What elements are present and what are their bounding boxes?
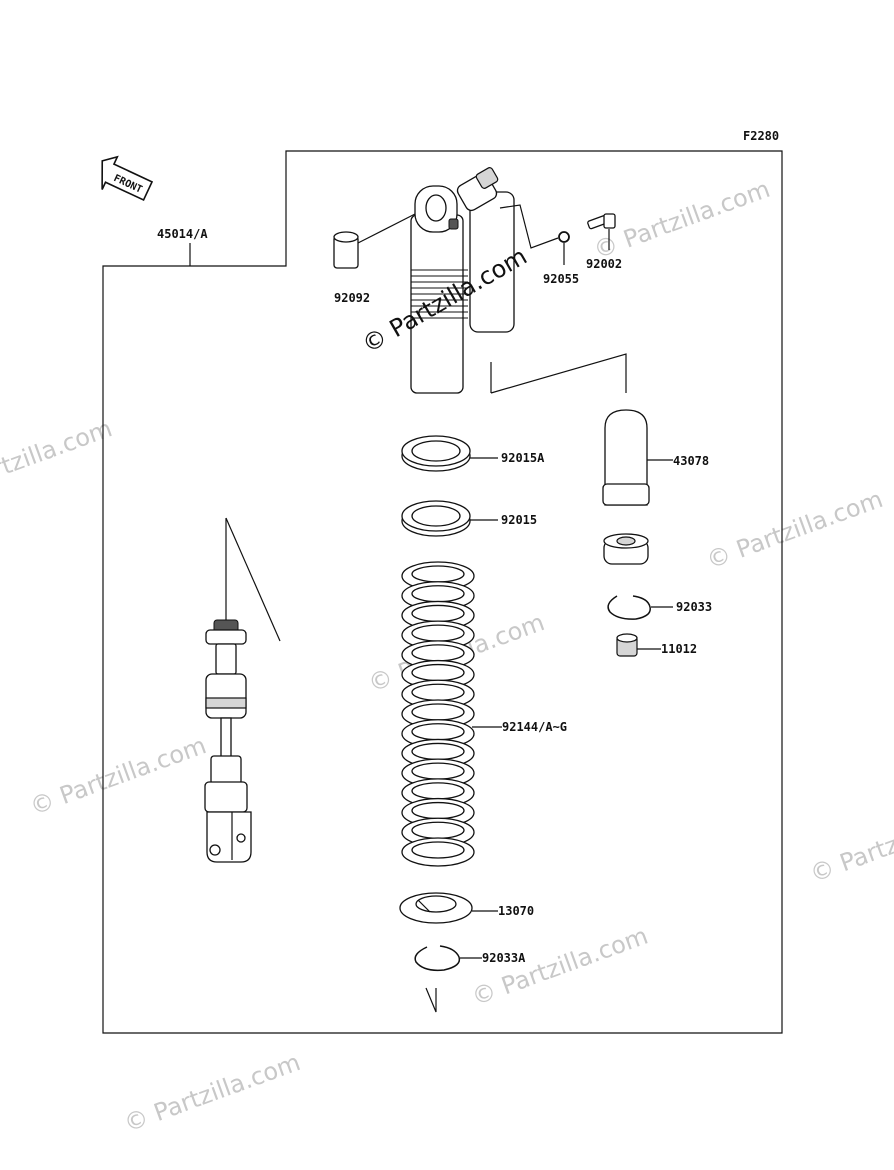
- label-11012: 11012: [661, 642, 697, 656]
- part-92033a-circlip: [414, 945, 461, 972]
- watermark-text: © Partzilla.com: [120, 1048, 304, 1138]
- leader-92092: [357, 213, 416, 244]
- spring-coil-inner: [411, 663, 465, 682]
- label-92144: 92144/A~G: [502, 720, 567, 734]
- watermark-text: © Partzilla.com: [806, 798, 894, 888]
- label-43078: 43078: [673, 454, 709, 468]
- figure-code: F2280: [743, 129, 779, 143]
- spring-coil-inner: [411, 782, 465, 800]
- part-92092-collar: [333, 231, 359, 269]
- label-92055: 92055: [543, 272, 579, 286]
- part-92015-adjuster-nut: [401, 500, 471, 537]
- spring-coil-inner: [411, 801, 465, 820]
- leader-92055: [499, 204, 565, 265]
- bottom-bracket: [425, 987, 437, 1013]
- spring-coil-inner: [411, 683, 465, 701]
- front-arrow-icon: FRONT: [101, 155, 154, 202]
- part-92015a-locknut: [401, 435, 471, 472]
- spring-coil-inner: [411, 604, 465, 623]
- spring-coil-inner: [411, 742, 465, 761]
- watermark-text: © Partzilla.com: [26, 731, 210, 821]
- label-92002: 92002: [586, 257, 622, 271]
- reservoir-bracket: [490, 353, 627, 394]
- spring-coil-inner: [411, 624, 465, 642]
- watermark-text: © Partzilla.com: [703, 485, 887, 575]
- spring-coil-inner: [411, 762, 465, 780]
- shock-body: [410, 167, 515, 394]
- part-11012-bushing: [616, 633, 638, 657]
- watermark-text: © Partzilla.com: [468, 922, 652, 1012]
- part-92002-bolt: [587, 213, 616, 230]
- label-45014-a: 45014/A: [157, 227, 208, 241]
- spring-coil-inner: [411, 644, 465, 662]
- assembly-frame: [102, 150, 783, 1034]
- damper-rod-assembly: [204, 517, 281, 863]
- label-92092: 92092: [334, 291, 370, 305]
- label-13070: 13070: [498, 904, 534, 918]
- part-92055-o-ring: [558, 231, 570, 243]
- spring-coil-inner: [411, 703, 465, 721]
- part-reservoir-end-cap: [603, 533, 649, 565]
- label-92033a: 92033A: [482, 951, 526, 965]
- watermark-text: © Partzilla.com: [0, 414, 116, 504]
- label-92015: 92015: [501, 513, 537, 527]
- part-92033-circlip: [607, 595, 651, 620]
- spring-coil-inner: [411, 821, 465, 839]
- spring-coil-inner: [411, 565, 465, 583]
- spring-coil-inner: [411, 585, 465, 603]
- spring-coil-inner: [411, 723, 465, 741]
- part-92144-spring: [401, 561, 475, 867]
- spring-coil-inner: [411, 841, 465, 859]
- label-92033: 92033: [676, 600, 712, 614]
- part-13070-spring-seat: [399, 892, 473, 924]
- part-43078-bladder: [602, 409, 650, 506]
- label-92015a: 92015A: [501, 451, 545, 465]
- watermark-text: © Partzilla.com: [590, 175, 774, 265]
